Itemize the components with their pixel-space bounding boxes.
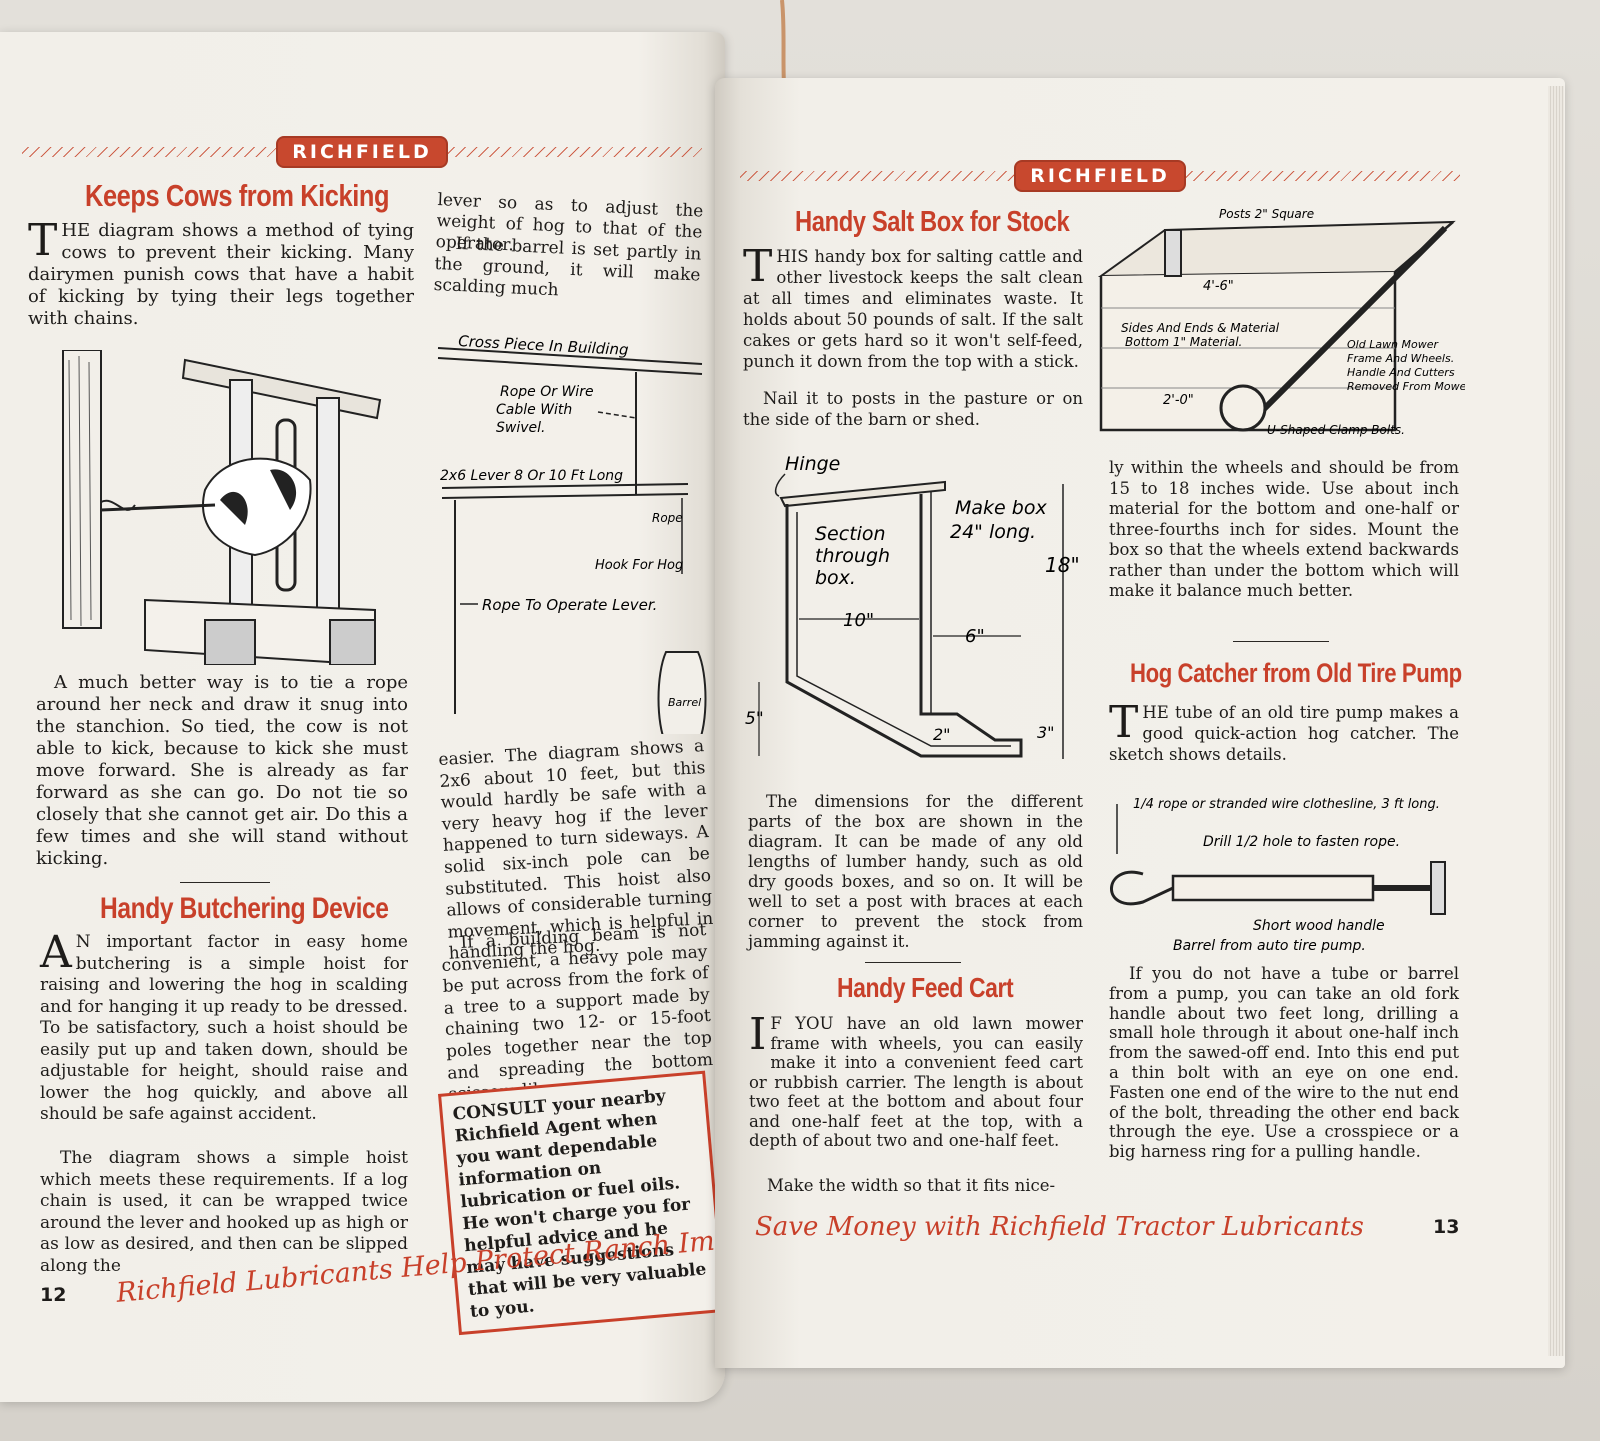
- section-divider: [865, 962, 961, 963]
- label-rope-wire: 1/4 rope or stranded wire clothesline, 3…: [1133, 797, 1440, 812]
- saltbox-paragraph-1: THIS handy box for salting cattle and ot…: [743, 241, 1083, 371]
- label-rope-or-wire: Rope Or Wire: [500, 384, 594, 400]
- article-title-cart: Handy Feed Cart: [837, 972, 1014, 1003]
- label-mower-4: Removed From Mower.: [1347, 380, 1465, 393]
- label-6: 6": [965, 626, 985, 647]
- page-stack-edge: [1548, 86, 1564, 1356]
- label-handle: Short wood handle: [1253, 918, 1385, 934]
- hog-paragraph-2: If you do not have a tube or barrel from…: [1109, 964, 1459, 1162]
- butcher-paragraph-1: AN important factor in easy home butcher…: [40, 927, 408, 1124]
- label-swivel: Swivel.: [496, 420, 545, 436]
- article-title-hog: Hog Catcher from Old Tire Pump: [1130, 658, 1462, 688]
- label-mower-3: Handle And Cutters: [1347, 366, 1455, 379]
- article-title-saltbox: Handy Salt Box for Stock: [795, 206, 1070, 238]
- kick-paragraph-1: THE diagram shows a method of tying cows…: [28, 215, 414, 329]
- label-section: Section: [815, 523, 886, 545]
- article-title-butcher: Handy Butchering Device: [100, 892, 389, 925]
- salt-box-section-diagram: Hinge Section through box. Make box 24" …: [745, 453, 1080, 759]
- banner-ornament: [447, 147, 703, 157]
- feed-cart-diagram: Posts 2" Square 4'-6" Sides And Ends & M…: [1097, 207, 1465, 437]
- article-title-kick: Keeps Cows from Kicking: [85, 178, 390, 213]
- footer-slogan-right: Save Money with Richfield Tractor Lubric…: [755, 1212, 1364, 1242]
- label-24-long: 24" long.: [950, 521, 1036, 543]
- label-barrel: Barrel from auto tire pump.: [1173, 938, 1366, 954]
- section-divider: [1233, 641, 1329, 642]
- label-clamp: U-Shaped Clamp Bolts.: [1267, 423, 1405, 437]
- label-lever: 2x6 Lever 8 Or 10 Ft Long: [440, 468, 623, 484]
- right-page: RICHFIELD Handy Salt Box for Stock THIS …: [715, 78, 1565, 1368]
- label-3: 3": [1037, 723, 1055, 742]
- label-sides: Sides And Ends & Material: [1121, 321, 1280, 335]
- label-rope: Rope: [652, 511, 683, 525]
- butcher-paragraph-2: The diagram shows a simple hoist which m…: [40, 1148, 408, 1276]
- brand-banner: RICHFIELD: [740, 160, 1461, 192]
- page-number-left: 12: [40, 1284, 67, 1306]
- cart-paragraph-3: ly within the wheels and should be from …: [1109, 458, 1459, 600]
- hog-catcher-diagram: 1/4 rope or stranded wire clothesline, 3…: [1110, 797, 1446, 954]
- kick-paragraph-2: A much better way is to tie a rope aroun…: [36, 672, 408, 869]
- hog-paragraph-1: THE tube of an old tire pump makes a goo…: [1109, 697, 1459, 764]
- label-make-box: Make box: [955, 497, 1047, 519]
- cart-paragraph-1: IF YOU have an old lawn mower frame with…: [749, 1009, 1083, 1150]
- label-barrel: Barrel: [668, 696, 701, 709]
- label-5: 5": [745, 709, 764, 729]
- label-mower-1: Old Lawn Mower: [1347, 338, 1440, 351]
- brand-badge: RICHFIELD: [1014, 160, 1186, 192]
- page-number-right: 13: [1433, 1216, 1460, 1238]
- label-hook: Hook For Hog: [595, 558, 683, 573]
- banner-ornament: [1185, 171, 1461, 181]
- label-posts: Posts 2" Square: [1219, 207, 1314, 221]
- section-divider: [180, 882, 270, 883]
- consult-box: CONSULT your nearby Richfield Agent when…: [438, 1070, 727, 1336]
- label-drill: Drill 1/2 hole to fasten rope.: [1203, 834, 1400, 850]
- brand-badge: RICHFIELD: [276, 136, 448, 168]
- brand-banner: RICHFIELD: [22, 136, 703, 168]
- label-2: 2": [933, 725, 951, 744]
- saltbox-paragraph-2: Nail it to posts in the pasture or on th…: [743, 389, 1083, 429]
- label-10: 10": [843, 610, 874, 631]
- hoist-diagram: Cross Piece In Building Rope Or Wire Cab…: [437, 332, 707, 734]
- label-width: 2'-0": [1163, 393, 1194, 408]
- label-18: 18": [1045, 553, 1080, 577]
- saltbox-paragraph-3: The dimensions for the different parts o…: [748, 792, 1083, 951]
- label-cable-with: Cable With: [496, 402, 572, 418]
- label-through: through: [815, 545, 890, 567]
- left-page: RICHFIELD Keeps Cows from Kicking THE di…: [0, 32, 841, 1402]
- label-mower-2: Frame And Wheels.: [1347, 352, 1454, 365]
- label-bottom: Bottom 1" Material.: [1125, 335, 1242, 349]
- banner-ornament: [740, 171, 1015, 181]
- label-hinge: Hinge: [785, 453, 840, 475]
- cart-paragraph-2: Make the width so that it fits nice-: [767, 1176, 1056, 1195]
- label-length: 4'-6": [1203, 279, 1234, 294]
- banner-ornament: [22, 147, 277, 157]
- cow-stanchion-illustration: [62, 350, 382, 665]
- label-box: box.: [815, 567, 856, 589]
- label-rope-operate: Rope To Operate Lever.: [482, 596, 657, 614]
